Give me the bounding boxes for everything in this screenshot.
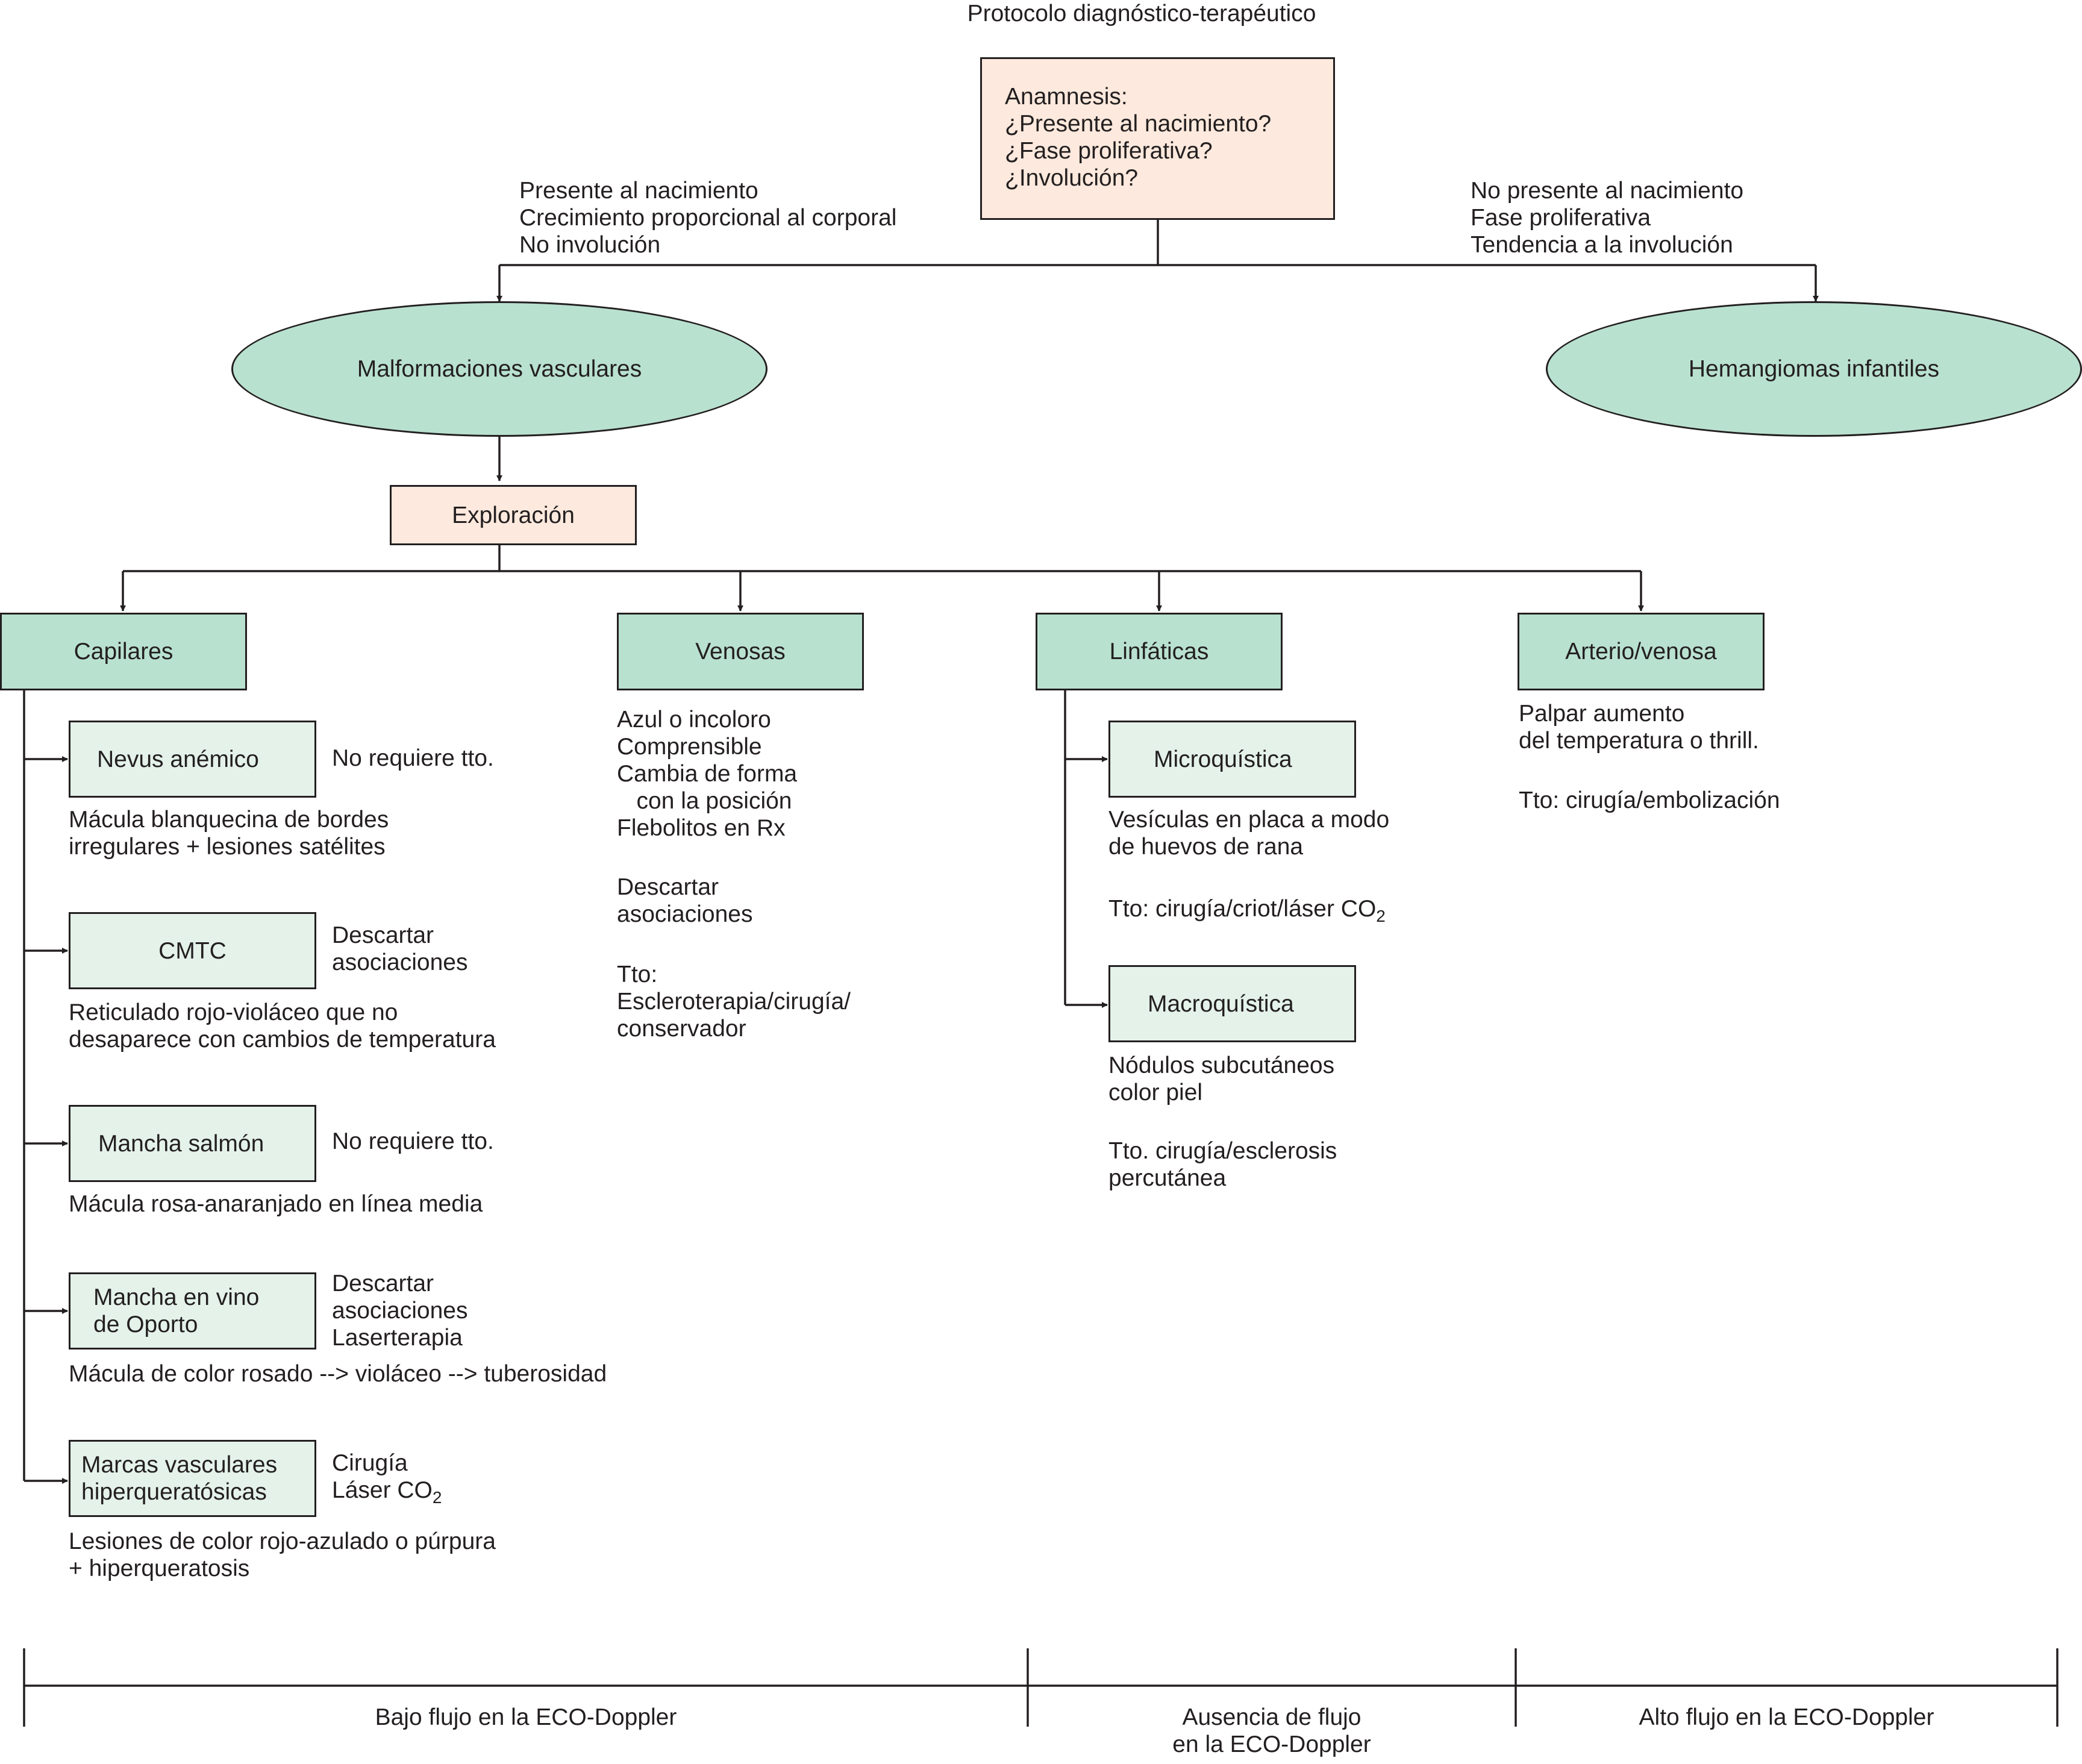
linfaticas-box: Linfáticas (1036, 613, 1283, 690)
cmtc-label: CMTC (158, 937, 227, 964)
microquistica-desc: Vesículas en placa a modo de huevos de r… (1108, 807, 1390, 860)
arterio-venosa-label: Arterio/venosa (1565, 639, 1717, 665)
hemangiomas-label: Hemangiomas infantiles (1688, 355, 1940, 382)
left-criteria: Presente al nacimiento Crecimiento propo… (519, 178, 897, 258)
microquistica-tto-subscript: 2 (1376, 906, 1386, 925)
venosas-tto: Tto: Escleroterapia/cirugía/ conservador (617, 962, 851, 1042)
linfaticas-label: Linfáticas (1109, 639, 1209, 665)
mancha-oporto-box: Mancha en vino de Oporto (69, 1272, 316, 1350)
exploracion-label: Exploración (452, 502, 575, 528)
marcas-vasculares-note-2: Láser CO2 (332, 1477, 442, 1511)
marcas-vasculares-label: Marcas vasculares hiperqueratósicas (81, 1452, 278, 1505)
microquistica-tto: Tto: cirugía/criot/láser CO2 (1108, 895, 1386, 930)
cmtc-note: Descartar asociaciones (332, 922, 468, 975)
arterio-venosa-tto: Tto: cirugía/embolización (1519, 787, 1780, 813)
hemangiomas-node: Hemangiomas infantiles (1546, 301, 2082, 437)
microquistica-box: Microquística (1108, 721, 1356, 798)
right-criteria: No presente al nacimiento Fase prolifera… (1471, 178, 1744, 258)
nevus-anemico-label: Nevus anémico (97, 746, 259, 772)
cmtc-desc: Reticulado rojo-violáceo que no desapare… (69, 999, 496, 1052)
anamnesis-text: Anamnesis: ¿Presente al nacimiento? ¿Fas… (1005, 84, 1272, 191)
microquistica-label: Microquística (1154, 746, 1292, 772)
alto-flujo-label: Alto flujo en la ECO-Doppler (1639, 1704, 1934, 1730)
nevus-anemico-desc: Mácula blanquecina de bordes irregulares… (69, 807, 389, 860)
malformaciones-label: Malformaciones vasculares (357, 355, 642, 382)
marcas-vasculares-box: Marcas vasculares hiperqueratósicas (69, 1440, 316, 1517)
venosas-features: Azul o incoloro Comprensible Cambia de f… (617, 707, 798, 841)
mancha-salmon-note: No requiere tto. (332, 1128, 494, 1154)
nevus-anemico-note: No requiere tto. (332, 745, 494, 771)
mancha-oporto-desc: Mácula de color rosado --> violáceo --> … (69, 1361, 607, 1387)
diagram-title: Protocolo diagnóstico-terapéutico (967, 1, 1316, 27)
macroquistica-tto: Tto. cirugía/esclerosis percutánea (1108, 1138, 1337, 1191)
anamnesis-box: Anamnesis: ¿Presente al nacimiento? ¿Fas… (980, 57, 1335, 220)
microquistica-tto-text: Tto: cirugía/criot/láser CO (1108, 896, 1377, 922)
laser-co-text: Láser CO (332, 1477, 433, 1503)
arterio-venosa-box: Arterio/venosa (1518, 613, 1765, 690)
venosas-box: Venosas (617, 613, 864, 690)
mancha-oporto-label: Mancha en vino de Oporto (93, 1284, 260, 1337)
cmtc-box: CMTC (69, 912, 316, 989)
marcas-vasculares-desc: Lesiones de color rojo-azulado o púrpura… (69, 1528, 496, 1581)
mancha-oporto-note: Descartar asociaciones Laserterapia (332, 1271, 468, 1351)
capilares-label: Capilares (73, 639, 174, 665)
bajo-flujo-label: Bajo flujo en la ECO-Doppler (375, 1704, 677, 1730)
venosas-label: Venosas (695, 639, 786, 665)
arterio-venosa-desc: Palpar aumento del temperatura o thrill. (1519, 701, 1759, 754)
mancha-salmon-box: Mancha salmón (69, 1105, 316, 1182)
ausencia-flujo-label: Ausencia de flujo en la ECO-Doppler (1172, 1704, 1371, 1757)
venosas-descartar: Descartar asociaciones (617, 874, 753, 927)
capilares-box: Capilares (0, 613, 247, 690)
exploracion-box: Exploración (390, 485, 637, 545)
mancha-salmon-label: Mancha salmón (98, 1130, 264, 1157)
nevus-anemico-box: Nevus anémico (69, 721, 316, 798)
macroquistica-desc: Nódulos subcutáneos color piel (1108, 1052, 1335, 1106)
macroquistica-box: Macroquística (1108, 965, 1356, 1042)
macroquistica-label: Macroquística (1148, 990, 1294, 1017)
malformaciones-node: Malformaciones vasculares (231, 301, 767, 437)
laser-co-subscript: 2 (432, 1487, 442, 1507)
marcas-vasculares-note-1: Cirugía (332, 1450, 408, 1476)
mancha-salmon-desc: Mácula rosa-anaranjado en línea media (69, 1191, 483, 1217)
